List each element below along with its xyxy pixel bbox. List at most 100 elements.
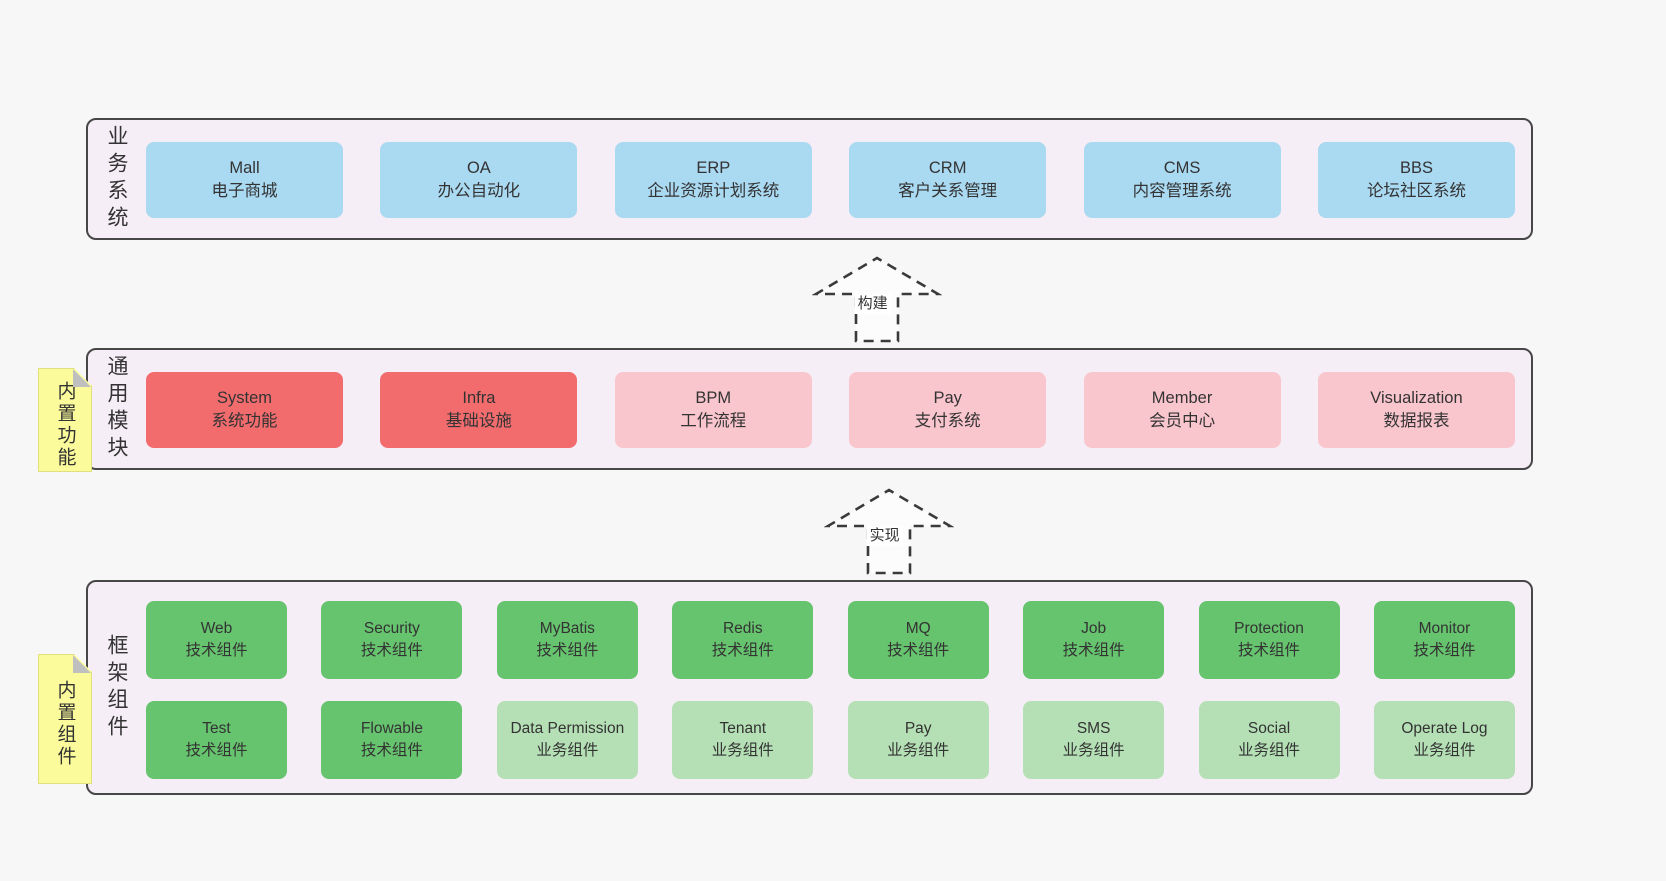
box-test: Test 技术组件 — [146, 701, 287, 779]
box-subtitle: 企业资源计划系统 — [647, 182, 780, 200]
box-infra: Infra 基础设施 — [380, 372, 578, 448]
box-pay-module: Pay 支付系统 — [849, 372, 1047, 448]
sticky-note-built-in-components: 内置组件 — [38, 654, 92, 784]
layer-label-framework-components: 框架组件 — [105, 633, 128, 742]
box-title: Visualization — [1370, 388, 1463, 407]
common-modules-row: System 系统功能 Infra 基础设施 BPM 工作流程 Pay 支付系统… — [146, 372, 1515, 448]
arrow-label: 构建 — [854, 294, 891, 314]
implement-arrow: 实现 — [824, 485, 954, 577]
box-title: Pay — [904, 720, 932, 738]
business-systems-row: Mall 电子商城 OA 办公自动化 ERP 企业资源计划系统 CRM 客户关系… — [146, 142, 1515, 218]
arrow-label: 实现 — [866, 526, 903, 546]
box-mq: MQ 技术组件 — [847, 601, 989, 679]
box-subtitle: 基础设施 — [445, 412, 512, 430]
box-mybatis: MyBatis 技术组件 — [496, 601, 638, 679]
box-subtitle: 业务组件 — [1238, 742, 1301, 759]
box-title: ERP — [696, 158, 731, 177]
box-mall: Mall 电子商城 — [146, 142, 343, 218]
box-erp: ERP 企业资源计划系统 — [614, 142, 812, 218]
box-bbs: BBS 论坛社区系统 — [1317, 142, 1515, 218]
box-title: Infra — [462, 388, 496, 407]
box-social: Social 业务组件 — [1198, 701, 1340, 779]
box-subtitle: 业务组件 — [711, 742, 774, 759]
box-title: Pay — [933, 388, 962, 407]
box-subtitle: 业务组件 — [1062, 742, 1125, 759]
box-bpm: BPM 工作流程 — [614, 372, 812, 448]
box-subtitle: 技术组件 — [711, 642, 774, 659]
box-crm: CRM 客户关系管理 — [849, 142, 1047, 218]
box-subtitle: 技术组件 — [1062, 642, 1125, 659]
box-subtitle: 技术组件 — [1413, 642, 1476, 659]
box-protection: Protection 技术组件 — [1198, 601, 1340, 679]
box-title: OA — [466, 158, 491, 177]
layer-common-modules: 通用模块 System 系统功能 Infra 基础设施 BPM 工作流程 Pay… — [86, 348, 1533, 470]
box-job: Job 技术组件 — [1023, 601, 1165, 679]
framework-components-row-1: Web 技术组件 Security 技术组件 MyBatis 技术组件 Redi… — [146, 601, 1515, 679]
box-subtitle: 业务组件 — [536, 742, 599, 759]
box-title: Member — [1151, 388, 1213, 407]
box-subtitle: 会员中心 — [1149, 412, 1216, 430]
box-visualization: Visualization 数据报表 — [1317, 372, 1515, 448]
box-title: Data Permission — [510, 720, 625, 738]
box-title: BPM — [695, 388, 732, 407]
box-subtitle: 技术组件 — [185, 742, 248, 759]
box-subtitle: 系统功能 — [211, 412, 278, 430]
box-title: Job — [1081, 620, 1107, 638]
box-subtitle: 技术组件 — [1238, 642, 1301, 659]
box-subtitle: 办公自动化 — [437, 182, 521, 200]
box-title: Mall — [229, 158, 260, 177]
box-subtitle: 技术组件 — [185, 642, 248, 659]
box-flowable: Flowable 技术组件 — [321, 701, 463, 779]
box-title: MQ — [905, 620, 931, 638]
box-subtitle: 电子商城 — [211, 182, 278, 200]
box-web: Web 技术组件 — [146, 601, 287, 679]
layer-framework-components: 框架组件 Web 技术组件 Security 技术组件 MyBatis 技术组件… — [86, 580, 1533, 795]
box-pay-component: Pay 业务组件 — [847, 701, 989, 779]
box-tenant: Tenant 业务组件 — [672, 701, 814, 779]
box-title: System — [216, 388, 272, 407]
box-system: System 系统功能 — [146, 372, 343, 448]
box-oa: OA 办公自动化 — [380, 142, 578, 218]
box-subtitle: 技术组件 — [360, 742, 423, 759]
box-title: Flowable — [360, 720, 423, 738]
box-title: Tenant — [719, 720, 767, 738]
sticky-note-built-in-features: 内置功能 — [38, 368, 92, 472]
box-title: Social — [1247, 720, 1291, 738]
box-subtitle: 工作流程 — [680, 412, 747, 430]
framework-components-row-2: Test 技术组件 Flowable 技术组件 Data Permission … — [146, 701, 1515, 779]
box-security: Security 技术组件 — [321, 601, 463, 679]
box-subtitle: 客户关系管理 — [898, 182, 998, 200]
box-title: Redis — [722, 620, 763, 638]
box-title: Protection — [1234, 620, 1304, 638]
box-cms: CMS 内容管理系统 — [1083, 142, 1281, 218]
box-monitor: Monitor 技术组件 — [1373, 601, 1515, 679]
box-subtitle: 内容管理系统 — [1132, 182, 1232, 200]
build-arrow: 构建 — [812, 253, 942, 345]
box-title: CMS — [1163, 158, 1201, 177]
sticky-note-text: 内置功能 — [54, 381, 76, 469]
sticky-note-text: 内置组件 — [54, 680, 76, 768]
box-subtitle: 数据报表 — [1383, 412, 1450, 430]
box-title: Monitor — [1418, 620, 1471, 638]
box-subtitle: 技术组件 — [887, 642, 950, 659]
box-sms: SMS 业务组件 — [1023, 701, 1165, 779]
box-member: Member 会员中心 — [1083, 372, 1281, 448]
box-subtitle: 论坛社区系统 — [1366, 182, 1466, 200]
layer-label-business-systems: 业务系统 — [105, 125, 128, 233]
box-title: SMS — [1076, 720, 1111, 738]
box-data-permission: Data Permission 业务组件 — [496, 701, 638, 779]
box-subtitle: 业务组件 — [1413, 742, 1476, 759]
box-title: Operate Log — [1401, 720, 1488, 738]
box-subtitle: 技术组件 — [536, 642, 599, 659]
box-title: CRM — [928, 158, 967, 177]
layer-label-common-modules: 通用模块 — [105, 355, 128, 463]
box-title: BBS — [1399, 158, 1433, 177]
box-operate-log: Operate Log 业务组件 — [1373, 701, 1515, 779]
box-title: MyBatis — [539, 620, 595, 638]
box-subtitle: 业务组件 — [887, 742, 950, 759]
box-title: Test — [202, 720, 231, 738]
box-redis: Redis 技术组件 — [672, 601, 814, 679]
box-subtitle: 技术组件 — [360, 642, 423, 659]
box-subtitle: 支付系统 — [914, 412, 981, 430]
